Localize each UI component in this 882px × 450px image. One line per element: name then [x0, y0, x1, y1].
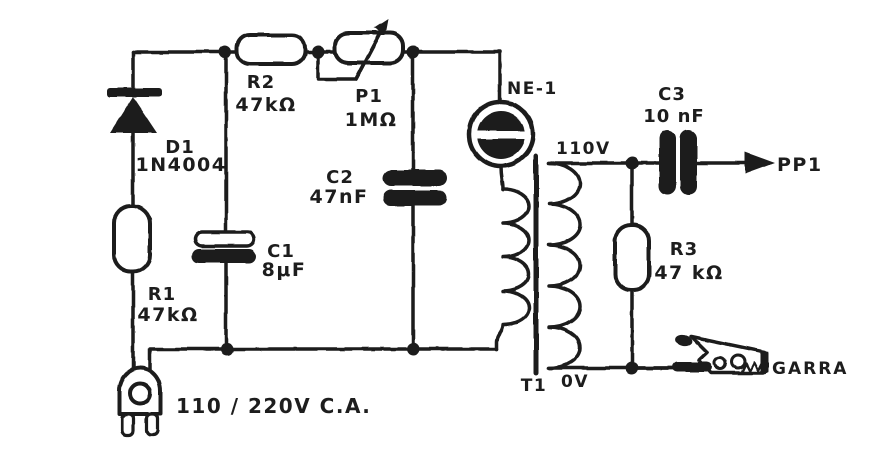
clip-spring-zigzag — [740, 361, 764, 374]
label-r1-value: 47kΩ — [137, 304, 198, 326]
junction-dot — [218, 45, 232, 59]
transformer-secondary-coil — [547, 161, 582, 370]
clip-end-cap — [761, 351, 769, 373]
lamp-electrode-gap — [477, 131, 525, 139]
label-t1-tap-high: 110V — [556, 139, 611, 159]
capacitor-c3-symbol — [659, 130, 697, 195]
label-c1-value: 8μF — [262, 259, 307, 281]
clip-pivot-hole — [713, 356, 727, 371]
c1-plate-positive — [193, 230, 256, 248]
lamp-to-primary-wire — [499, 164, 505, 191]
junction-dot — [625, 156, 639, 170]
resistor-r2-symbol — [235, 33, 307, 66]
plug-prong-left — [120, 412, 136, 437]
label-p1-ref: P1 — [355, 86, 383, 107]
label-mains-voltage: 110 / 220V C.A. — [176, 394, 371, 418]
resistor-r1-symbol — [112, 204, 152, 274]
pp1-arrow-head-icon — [745, 152, 775, 174]
label-p1-value: 1MΩ — [345, 109, 398, 131]
c1-plate-negative — [192, 249, 256, 263]
label-c2-ref: C2 — [326, 167, 354, 188]
capacitor-c1-symbol — [192, 230, 256, 263]
clip-upper-jaw-tip — [675, 335, 693, 347]
plug-prong-right — [144, 412, 160, 437]
neon-lamp-ne1-symbol — [466, 99, 536, 169]
potentiometer-body — [333, 31, 405, 65]
label-r1-ref: R1 — [148, 284, 176, 305]
diode-triangle — [110, 97, 157, 133]
potentiometer-arrow-shaft — [354, 28, 384, 81]
label-r2-value: 47kΩ — [235, 94, 296, 116]
junction-dot — [406, 45, 420, 59]
label-d1-value: 1N4004 — [135, 154, 226, 176]
label-c3-ref: C3 — [658, 84, 686, 105]
diode-cathode-bar — [107, 88, 162, 97]
label-t1-ref: T1 — [521, 376, 547, 396]
junction-dot — [220, 342, 234, 356]
plug-hole — [128, 381, 152, 406]
labels: D1 1N4004 R2 47kΩ P1 1MΩ C2 47nF C1 8μF … — [135, 72, 848, 418]
label-c3-value: 10 nF — [643, 106, 704, 127]
resistor-r3-symbol — [613, 223, 651, 292]
capacitor-c2-symbol — [383, 170, 447, 206]
potentiometer-p1-symbol — [333, 28, 405, 81]
c3-plate-right — [680, 130, 697, 195]
mains-plug-symbol — [117, 366, 163, 437]
c3-plate-left — [659, 130, 676, 195]
label-r3-ref: R3 — [670, 239, 698, 260]
label-d1-ref: D1 — [165, 137, 194, 158]
c2-plate-top — [383, 170, 447, 186]
clip-screw-hole — [730, 353, 746, 370]
bottom-rail-wire — [148, 347, 499, 372]
transformer-primary-coil — [495, 187, 531, 351]
label-r3-value: 47 kΩ — [654, 262, 723, 284]
alligator-clip-symbol — [630, 334, 769, 375]
label-t1-tap-low: 0V — [561, 372, 589, 392]
junction-dot — [406, 342, 420, 356]
label-output-pp1: PP1 — [777, 154, 823, 176]
c2-plate-bottom — [383, 190, 447, 206]
junction-dot — [311, 45, 325, 59]
label-c1-ref: C1 — [267, 241, 295, 262]
diode-d1-symbol — [107, 88, 162, 133]
label-ne1-ref: NE-1 — [507, 79, 558, 99]
label-c2-value: 47nF — [310, 186, 369, 208]
wire-network — [131, 19, 775, 376]
label-clip-garra: GARRA — [772, 359, 848, 379]
label-r2-ref: R2 — [247, 72, 275, 93]
clip-lower-jaw — [672, 362, 712, 372]
